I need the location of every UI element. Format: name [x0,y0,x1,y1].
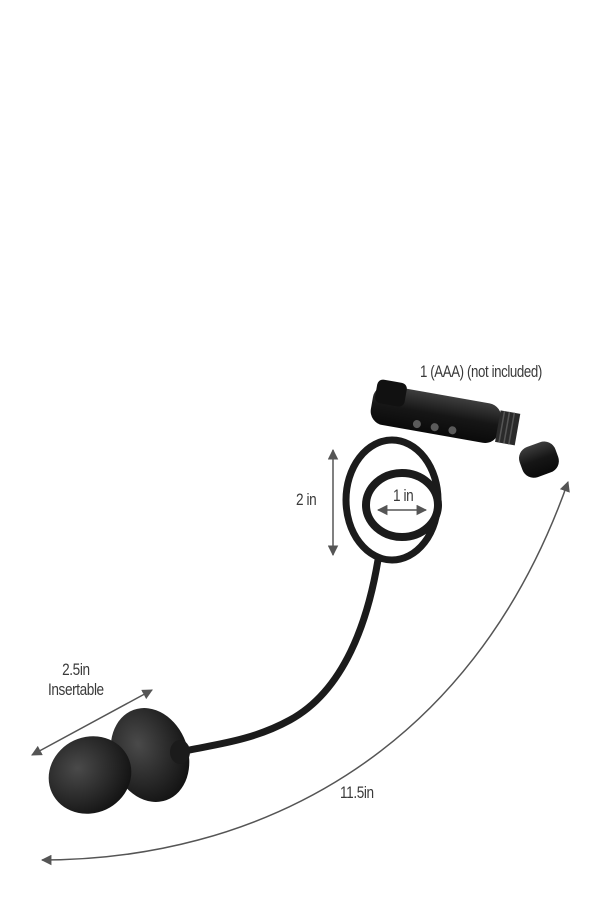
insertable-length-label: 2.5in Insertable [48,660,104,700]
total-length-label: 11.5in [340,783,374,802]
tether-cord [176,556,382,756]
vibrator-bullet [370,379,521,446]
length-arrow [40,481,570,866]
battery-label: 1 (AAA) (not included) [420,362,542,381]
ring-height-label: 2 in [296,490,317,509]
battery-cap [518,441,559,478]
insertable-length-value: 2.5in [62,660,90,679]
button-dot [430,423,439,432]
inner-ring-width-label: 1 in [393,486,414,505]
insertable-caption: Insertable [48,680,104,699]
button-dot [412,420,421,429]
outer-ring [342,436,442,564]
button-dot [448,426,457,435]
anal-plug [48,708,190,814]
